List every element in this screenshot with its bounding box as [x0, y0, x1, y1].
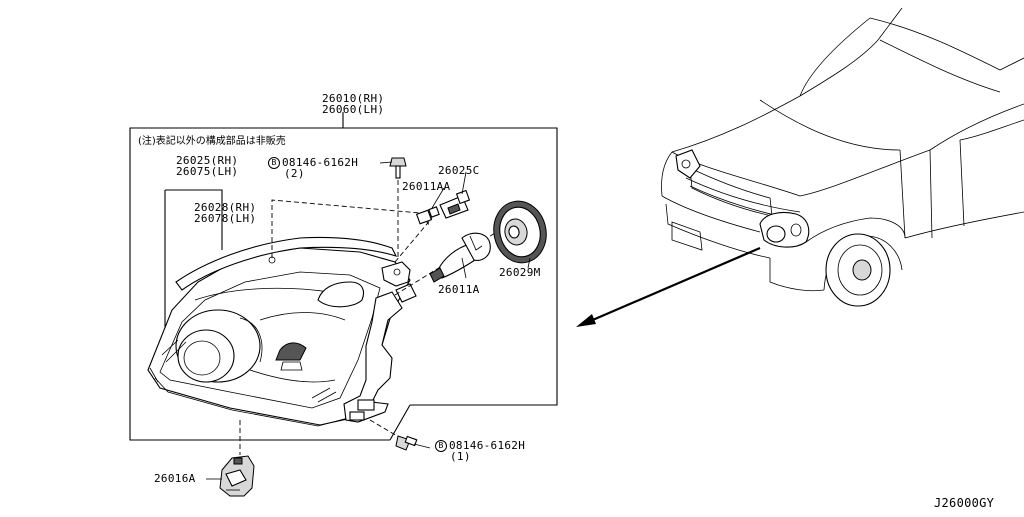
dust-cap-label: 26029M	[499, 266, 541, 279]
bolt-top-qty: (2)	[284, 167, 305, 180]
bolt-marker-icon: B	[268, 157, 280, 169]
lens-lh-label: 26078(LH)	[194, 212, 257, 225]
lens-rh-label: 26028(RH)	[194, 201, 257, 214]
top-bolt	[389, 157, 407, 179]
small-bulb-part	[439, 189, 471, 219]
bolt-marker-icon: B	[435, 440, 447, 452]
dust-cap-part	[493, 200, 547, 264]
assembly-lh-label: 26060(LH)	[322, 103, 385, 116]
assembly-dash-lines	[239, 180, 501, 455]
main-bulb-part	[429, 232, 491, 283]
diagram-code: J26000GY	[934, 496, 995, 510]
label-leaders	[206, 161, 531, 480]
main-bulb-label: 26011A	[438, 283, 480, 296]
actuator-label: 26016A	[154, 472, 196, 485]
not-sold-note: (注)表記以外の構成部品は非販売	[138, 136, 286, 147]
small-bulb-label: 26025C	[438, 164, 480, 177]
location-arrow	[576, 246, 761, 327]
bolt-bottom-qty: (1)	[450, 450, 471, 463]
assembly-rh-label: 26010(RH)	[322, 92, 385, 105]
housing-lh-label: 26075(LH)	[176, 165, 239, 178]
headlamp-assembly	[147, 236, 417, 427]
bulb-socket-label: 26011AA	[402, 180, 451, 193]
bottom-bolt	[395, 435, 418, 451]
leveling-actuator-part	[219, 455, 255, 497]
bolt-bottom-number: 08146-6162H	[449, 439, 526, 452]
bulb-socket-part	[415, 206, 440, 225]
housing-rh-label: 26025(RH)	[176, 154, 239, 167]
vehicle-outline	[661, 7, 1024, 307]
bolt-top-number: 08146-6162H	[282, 156, 359, 169]
